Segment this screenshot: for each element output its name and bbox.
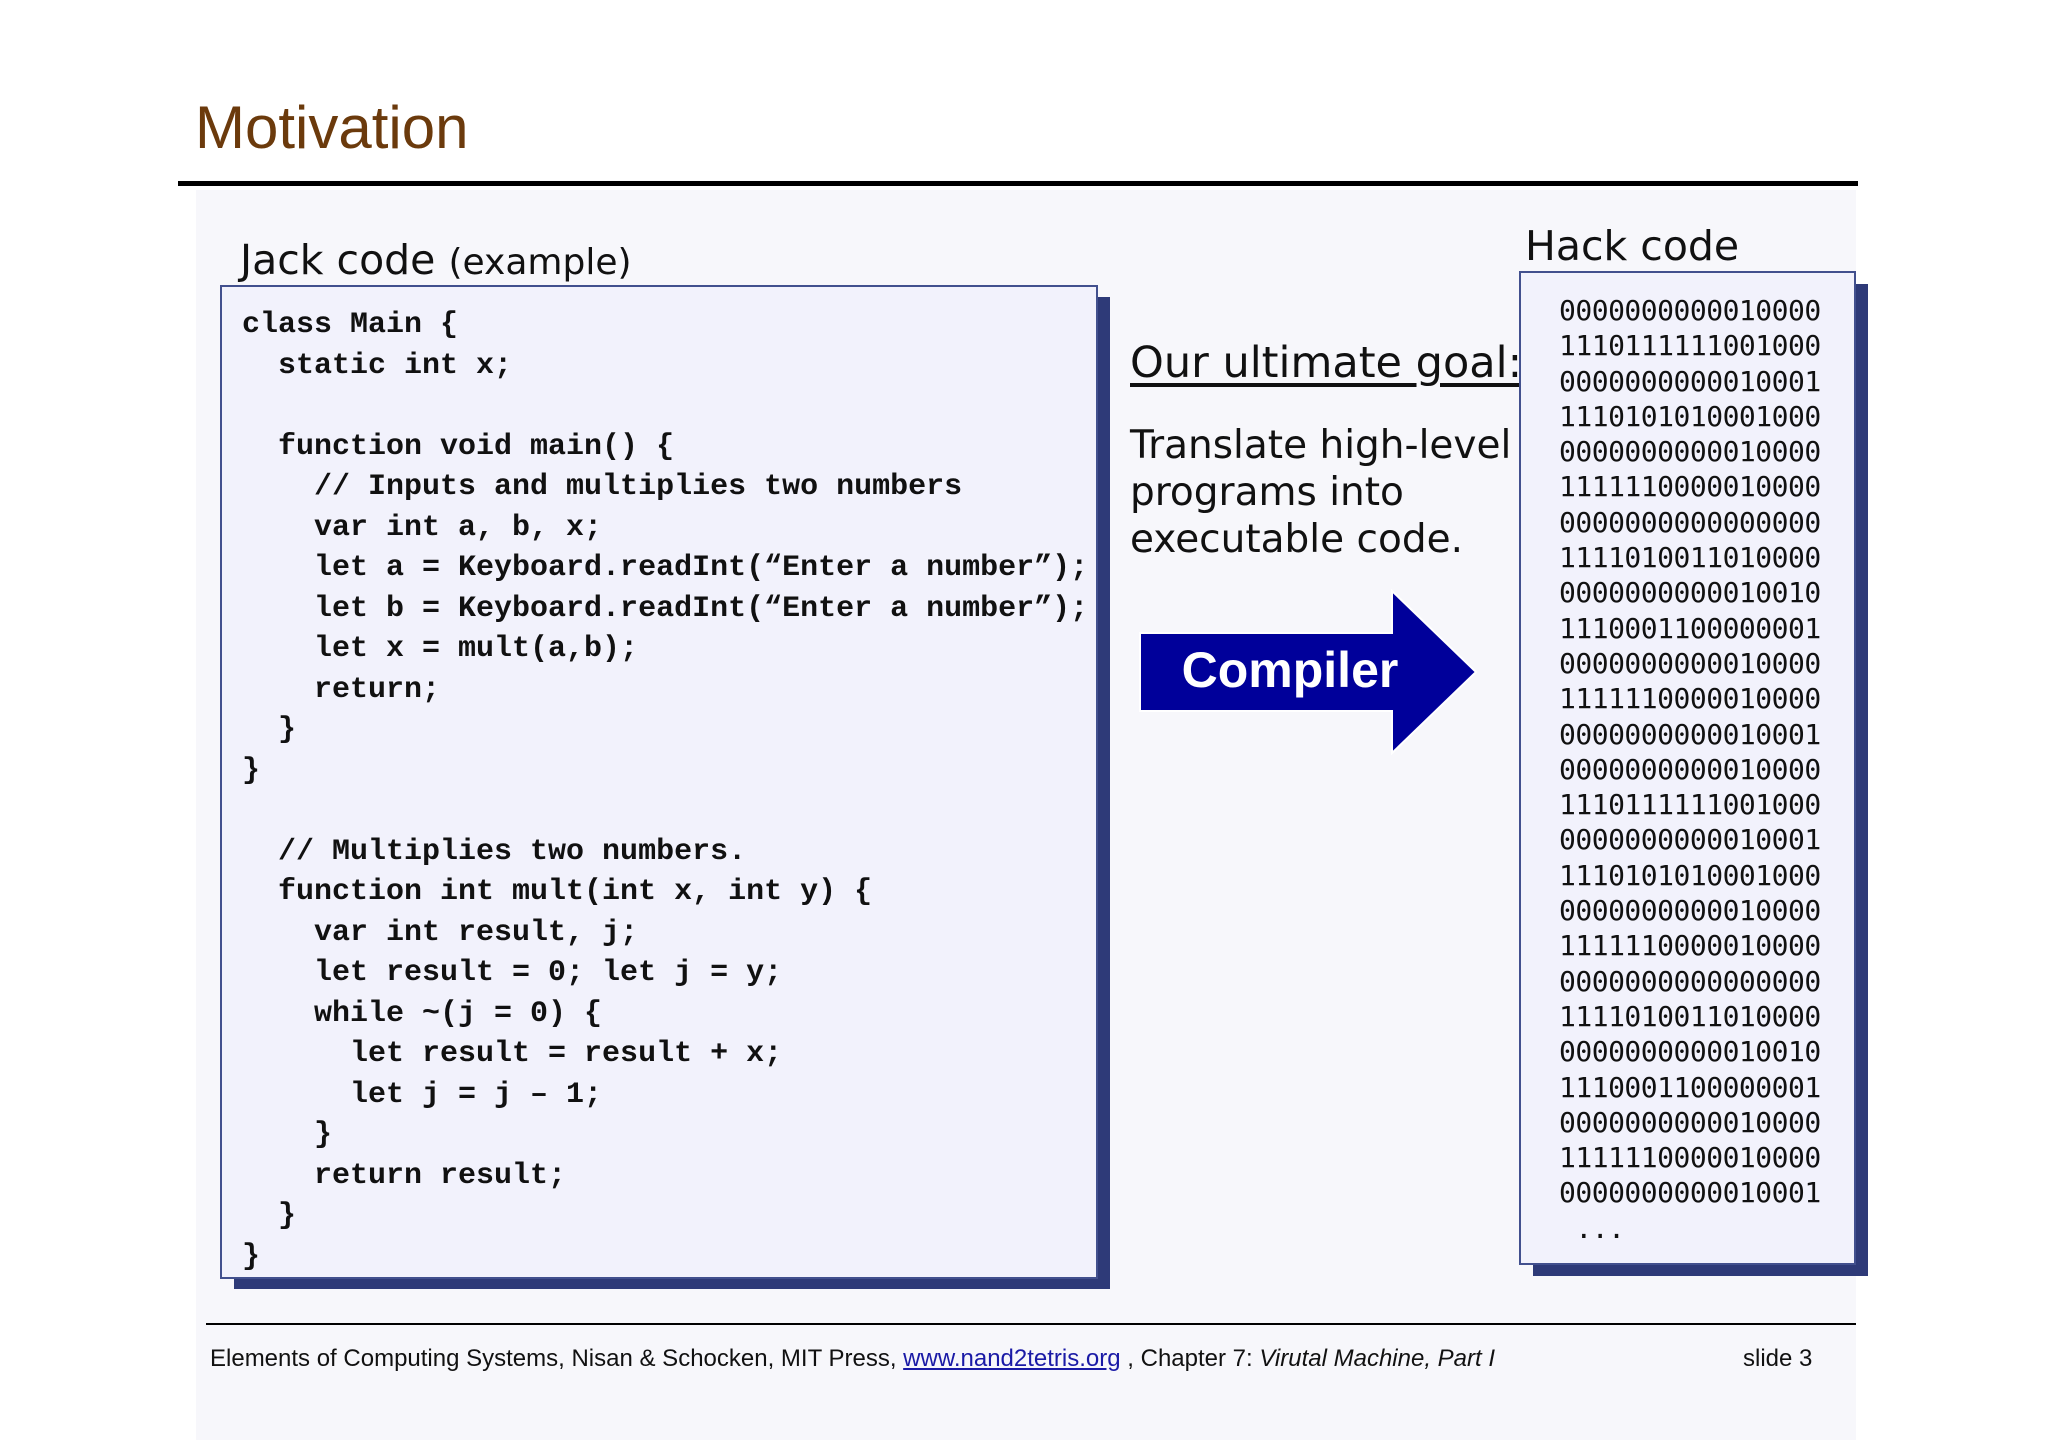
compiler-arrow-shape [1139, 589, 1478, 755]
footer-citation: Elements of Computing Systems, Nisan & S… [210, 1345, 1495, 1373]
footer-divider [206, 1323, 1856, 1325]
footer-chapter: , Chapter 7: [1127, 1345, 1253, 1372]
goal-description: Translate high-level programs into execu… [1130, 423, 1512, 562]
jack-code-label-suffix: (example) [448, 242, 632, 283]
slide-number: slide 3 [1743, 1345, 1813, 1372]
compiler-label: Compiler [1181, 642, 1399, 698]
jack-code-label-text: Jack code [240, 236, 436, 284]
goal-heading: Our ultimate goal: [1130, 338, 1523, 388]
slide-title: Motivation [195, 94, 469, 161]
hack-code-label: Hack code [1525, 222, 1740, 270]
jack-code-box: class Main { static int x; function void… [220, 285, 1098, 1279]
title-divider [178, 181, 1858, 186]
hack-code-listing: 0000000000010000 1110111111001000 000000… [1559, 294, 1821, 1245]
right-arrow-icon [1139, 589, 1478, 755]
jack-code-listing: class Main { static int x; function void… [242, 308, 1089, 1274]
footer-citation-text: Elements of Computing Systems, Nisan & S… [210, 1345, 897, 1372]
footer-website-link[interactable]: www.nand2tetris.org [903, 1345, 1121, 1372]
jack-code-label: Jack code (example) [240, 240, 632, 281]
hack-code-box: 0000000000010000 1110111111001000 000000… [1519, 271, 1856, 1265]
footer-chapter-title: Virutal Machine, Part I [1259, 1345, 1496, 1372]
